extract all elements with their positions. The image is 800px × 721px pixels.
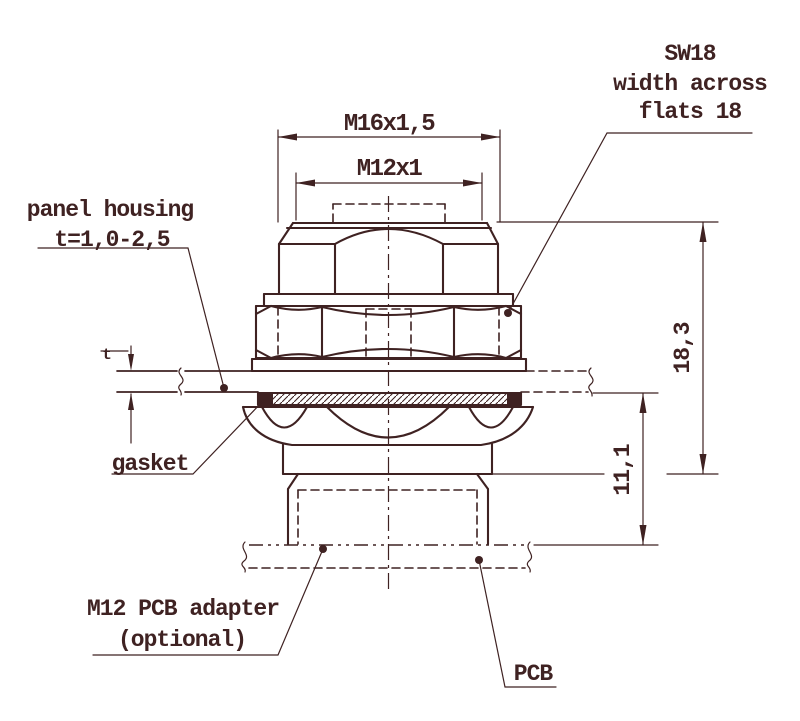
dim-m16: M16x1,5 xyxy=(277,111,501,223)
dim-11-1-label: 11,1 xyxy=(610,444,636,495)
dim-m16-label: M16x1,5 xyxy=(344,111,435,138)
dim-18-3: 18,3 xyxy=(491,221,719,475)
label-panel-housing: panel housing t=1,0-2,5 xyxy=(27,197,228,392)
dim-m12-label: M12x1 xyxy=(357,156,423,183)
dim-panel-thickness: t xyxy=(100,345,134,444)
adapter-body xyxy=(286,472,490,546)
hidden-edges xyxy=(277,203,500,545)
label-sw18: SW18 width across flats 18 xyxy=(504,41,768,317)
dome-washer xyxy=(241,405,535,447)
dim-t-label: t xyxy=(102,346,112,364)
sw18-text-line1: SW18 xyxy=(664,41,715,67)
lower-flange xyxy=(281,442,494,476)
sw18-text-line3: flats 18 xyxy=(639,99,742,125)
panel-housing-text-line2: t=1,0-2,5 xyxy=(54,227,169,253)
panel-housing-text-line1: panel housing xyxy=(27,197,194,223)
dim-m12: M12x1 xyxy=(295,156,483,221)
adapter-text-line1: M12 PCB adapter xyxy=(87,596,279,622)
dim-11-1: 11,1 xyxy=(610,392,647,546)
clamp-washer xyxy=(250,357,528,373)
sw18-text-line2: width across xyxy=(613,71,767,97)
label-gasket: gasket xyxy=(111,395,268,477)
gasket-section xyxy=(256,391,523,407)
pcb-text: PCB xyxy=(514,661,554,687)
panel-plate xyxy=(116,367,659,397)
label-m12-pcb-adapter: M12 PCB adapter (optional) xyxy=(87,545,327,656)
adapter-text-line2: (optional) xyxy=(118,627,246,653)
pcb-board xyxy=(241,541,659,573)
gasket-text: gasket xyxy=(112,451,189,477)
upper-body-outline xyxy=(277,221,500,296)
dim-18-3-label: 18,3 xyxy=(670,322,696,373)
label-pcb: PCB xyxy=(475,556,557,688)
